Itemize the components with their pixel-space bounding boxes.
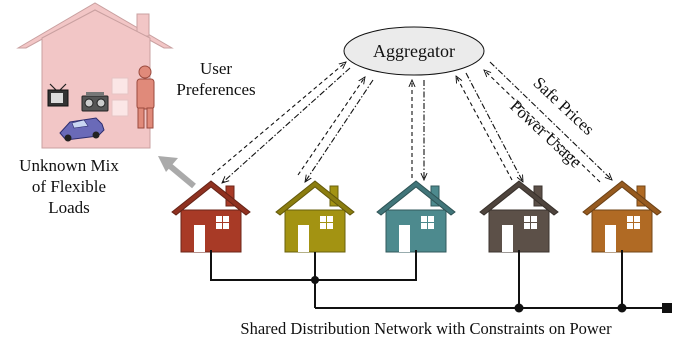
house-body: [488, 209, 550, 253]
house-body: [284, 209, 346, 253]
house-4-usage-arrow: [456, 76, 513, 181]
window-pane: [627, 216, 633, 222]
window-pane: [223, 216, 229, 222]
house-5: [582, 180, 662, 253]
house-5-price-arrow: [489, 61, 612, 180]
window-pane: [531, 216, 537, 222]
house-body: [591, 209, 653, 253]
house-roof: [275, 180, 355, 216]
house-door: [298, 225, 309, 252]
house-roof: [582, 180, 662, 216]
window-pane: [421, 223, 427, 229]
aggregator-node: Aggregator: [343, 26, 485, 76]
person-icon: [136, 65, 155, 129]
window-pane: [627, 223, 633, 229]
house-3: [376, 180, 456, 253]
house-body: [385, 209, 447, 253]
window-pane: [428, 216, 434, 222]
window-pane: [634, 216, 640, 222]
junction-node: [311, 276, 319, 284]
window-pane: [421, 216, 427, 222]
house-5-usage-arrow: [484, 70, 601, 183]
junction-node: [617, 303, 627, 313]
flexible-loads-line2: of Flexible: [32, 177, 106, 196]
flexible-loads-line1: Unknown Mix: [19, 156, 119, 175]
houses-layer: [171, 180, 662, 253]
window-pane: [216, 216, 222, 222]
aggregator-label: Aggregator: [373, 41, 455, 61]
house-1-price-arrow: [222, 67, 351, 183]
flexible-loads-line3: Loads: [48, 198, 90, 217]
house-1: [171, 180, 251, 253]
big-house: [16, 2, 174, 149]
house-door: [399, 225, 410, 252]
network-terminal: [662, 303, 672, 313]
window-pane: [320, 223, 326, 229]
user-preferences-line1: User: [200, 59, 232, 78]
car-icon: [59, 117, 105, 142]
house-door: [194, 225, 205, 252]
window-pane: [634, 223, 640, 229]
house-door: [502, 225, 513, 252]
house-4-price-arrow: [465, 72, 523, 182]
user-preferences-line2: Preferences: [176, 80, 255, 99]
television-icon: [47, 83, 69, 107]
network-junctions: [311, 276, 672, 313]
window-pane: [428, 223, 434, 229]
gray-link-arrow: [158, 156, 196, 189]
house-door: [605, 225, 616, 252]
house-body: [180, 209, 242, 253]
distribution-network: [210, 250, 666, 309]
window-pane: [216, 223, 222, 229]
house-2: [275, 180, 355, 253]
junction-node: [514, 303, 524, 313]
window-pane: [327, 223, 333, 229]
house-1-usage-arrow: [211, 62, 346, 176]
network-caption: Shared Distribution Network with Constra…: [240, 319, 612, 338]
house-2-price-arrow: [305, 79, 374, 182]
wire-house-1: [210, 250, 315, 281]
house-roof: [171, 180, 251, 216]
wire-house-3: [315, 250, 417, 281]
communication-arrows: [211, 61, 612, 183]
window-pane: [223, 223, 229, 229]
house-2-usage-arrow: [297, 77, 365, 176]
window-pane: [524, 223, 530, 229]
window-pane: [531, 223, 537, 229]
house-roof: [376, 180, 456, 216]
window-pane: [327, 216, 333, 222]
radio-icon: [81, 92, 109, 112]
house-4: [479, 180, 559, 253]
window-pane: [524, 216, 530, 222]
window-pane: [320, 216, 326, 222]
house-roof: [479, 180, 559, 216]
